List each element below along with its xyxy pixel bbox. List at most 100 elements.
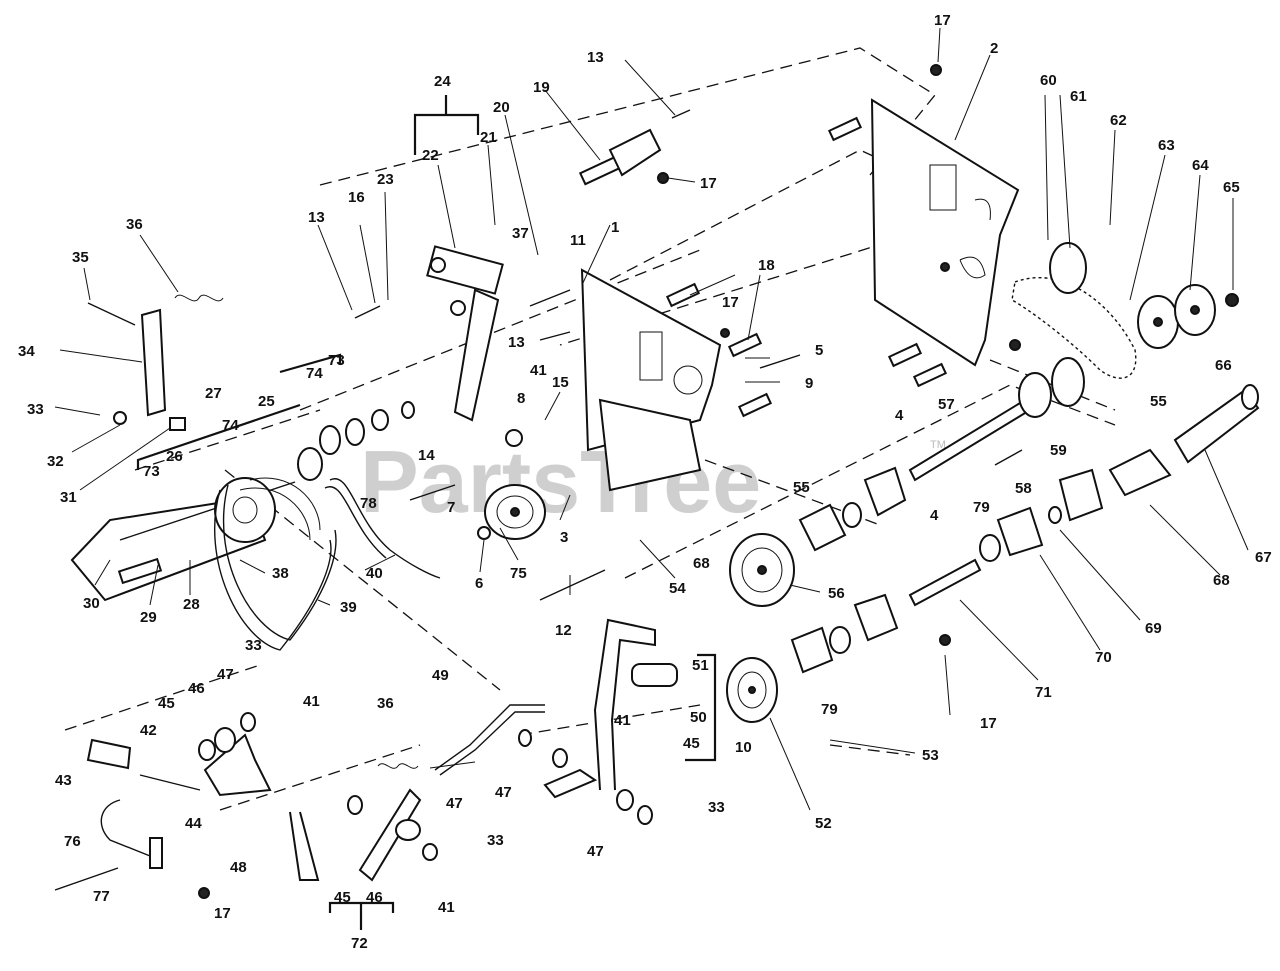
callout-43: 43 [55, 772, 72, 789]
callout-47: 47 [446, 795, 463, 812]
callout-62: 62 [1110, 112, 1127, 129]
inner-plate [580, 268, 722, 492]
callout-36: 36 [126, 216, 143, 233]
callout-68: 68 [1213, 572, 1230, 589]
callout-76: 76 [64, 833, 81, 850]
callout-26: 26 [166, 448, 183, 465]
callout-13: 13 [587, 49, 604, 66]
callout-51: 51 [692, 657, 709, 674]
callout-4: 4 [895, 407, 904, 424]
callout-34: 34 [18, 343, 35, 360]
callout-46: 46 [366, 889, 383, 906]
callout-39: 39 [340, 599, 357, 616]
callout-55: 55 [1150, 393, 1167, 410]
drive-tube [1108, 384, 1260, 497]
drive-pulley-56 [729, 533, 795, 607]
shaft-57 [908, 357, 1085, 482]
callout-24: 24 [434, 73, 451, 90]
callout-30: 30 [83, 595, 100, 612]
callout-61: 61 [1070, 88, 1087, 105]
callout-45: 45 [158, 695, 175, 712]
callout-41: 41 [438, 899, 455, 916]
spacers [665, 116, 948, 418]
callout-41: 41 [530, 362, 547, 379]
callout-75: 75 [510, 565, 527, 582]
callout-70: 70 [1095, 649, 1112, 666]
bolts [87, 64, 1239, 899]
callout-74: 74 [306, 365, 323, 382]
callout-66: 66 [1215, 357, 1232, 374]
callout-29: 29 [140, 609, 157, 626]
callout-46: 46 [188, 680, 205, 697]
control-lever [543, 618, 678, 799]
callout-48: 48 [230, 859, 247, 876]
callout-56: 56 [828, 585, 845, 602]
callout-33: 33 [245, 637, 262, 654]
lower-linkage [54, 712, 653, 891]
callout-77: 77 [93, 888, 110, 905]
callout-67: 67 [1255, 549, 1272, 566]
callout-47: 47 [587, 843, 604, 860]
idler-pulley [477, 429, 546, 540]
pivot-bracket [578, 128, 662, 186]
callout-37: 37 [512, 225, 529, 242]
callout-17: 17 [722, 294, 739, 311]
callout-55: 55 [793, 479, 810, 496]
callout-47: 47 [217, 666, 234, 683]
callout-labels: 1 2 3 4 4 5 6 7 8 9 10 11 12 13 13 13 14… [18, 12, 1272, 952]
callout-73: 73 [328, 352, 345, 369]
callout-73: 73 [143, 463, 160, 480]
sprockets [1049, 242, 1216, 349]
callout-64: 64 [1192, 157, 1209, 174]
idler-arm [426, 245, 504, 422]
callout-16: 16 [348, 189, 365, 206]
callout-59: 59 [1050, 442, 1067, 459]
callout-40: 40 [366, 565, 383, 582]
callout-69: 69 [1145, 620, 1162, 637]
callout-44: 44 [185, 815, 202, 832]
callout-9: 9 [805, 375, 813, 392]
callout-60: 60 [1040, 72, 1057, 89]
callout-79: 79 [821, 701, 838, 718]
callout-47: 47 [495, 784, 512, 801]
callout-45: 45 [334, 889, 351, 906]
callout-4: 4 [930, 507, 939, 524]
callout-17: 17 [934, 12, 951, 29]
callout-17: 17 [980, 715, 997, 732]
callout-68: 68 [693, 555, 710, 572]
brake-lever [113, 294, 224, 431]
callout-38: 38 [272, 565, 289, 582]
callout-3: 3 [560, 529, 568, 546]
callout-10: 10 [735, 739, 752, 756]
callout-79: 79 [973, 499, 990, 516]
callout-15: 15 [552, 374, 569, 391]
callout-27: 27 [205, 385, 222, 402]
callout-11: 11 [570, 232, 586, 249]
callout-13: 13 [508, 334, 525, 351]
callout-28: 28 [183, 596, 200, 613]
drive-pulley-52 [726, 657, 778, 723]
callout-17: 17 [214, 905, 231, 922]
callout-2: 2 [990, 40, 998, 57]
callout-1: 1 [611, 219, 619, 236]
callout-12: 12 [555, 622, 572, 639]
callout-18: 18 [758, 257, 775, 274]
callout-35: 35 [72, 249, 89, 266]
callout-53: 53 [922, 747, 939, 764]
callout-14: 14 [418, 447, 435, 464]
callout-50: 50 [690, 709, 707, 726]
callout-22: 22 [422, 147, 439, 164]
callout-20: 20 [493, 99, 510, 116]
callout-33: 33 [708, 799, 725, 816]
callout-23: 23 [377, 171, 394, 188]
callout-45: 45 [683, 735, 700, 752]
callout-7: 7 [447, 499, 455, 516]
callout-65: 65 [1223, 179, 1240, 196]
callout-19: 19 [533, 79, 550, 96]
callout-78: 78 [360, 495, 377, 512]
callout-74: 74 [222, 417, 239, 434]
callout-41: 41 [303, 693, 320, 710]
drive-pulley-and-belts [214, 477, 337, 651]
callout-49: 49 [432, 667, 449, 684]
callout-58: 58 [1015, 480, 1032, 497]
